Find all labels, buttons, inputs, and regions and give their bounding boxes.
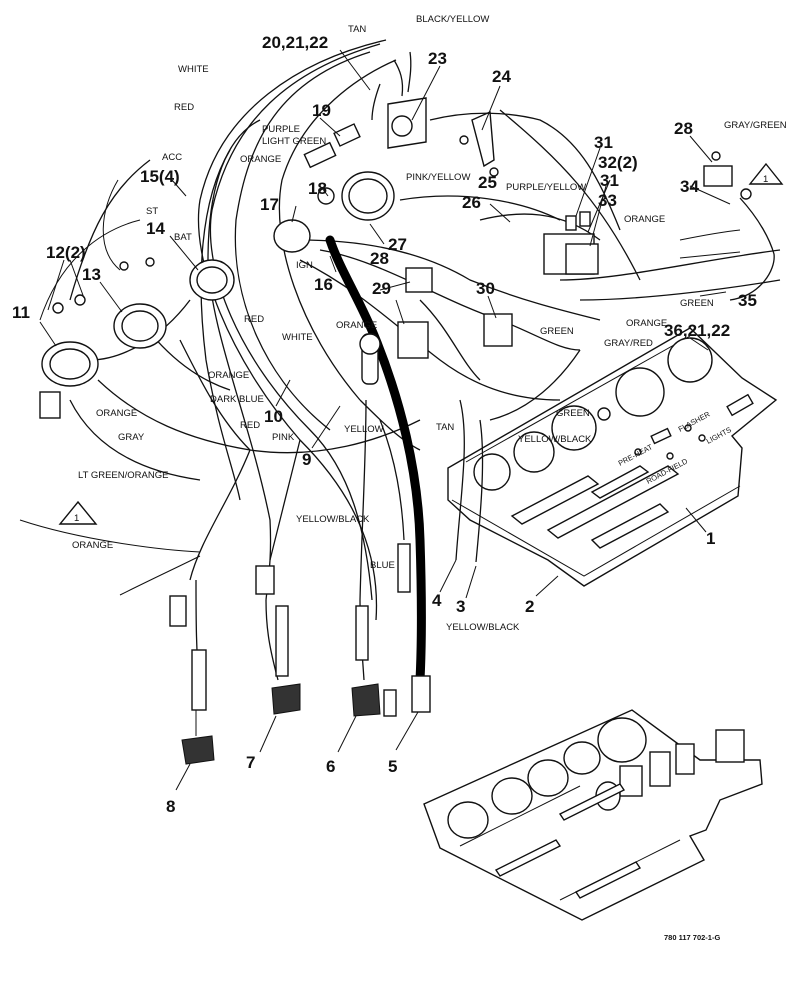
inset-panel <box>423 709 763 921</box>
wire-label: YELLOW/BLACK <box>296 514 370 525</box>
wire-label: WHITE <box>282 332 313 343</box>
switches-and-relays <box>303 97 784 359</box>
callout-29: 29 <box>372 279 391 298</box>
callout-9: 9 <box>302 450 311 469</box>
wire-label: ST <box>146 206 158 217</box>
wire-label: RED <box>244 314 264 325</box>
callout-28-left: 28 <box>370 249 389 268</box>
callout-33: 33 <box>598 191 617 210</box>
gauges <box>39 171 395 419</box>
wire-label: WHITE <box>178 64 209 75</box>
callout-12: 12(2) <box>46 243 86 262</box>
callout-14: 14 <box>146 219 165 238</box>
wire-label: ORANGE <box>336 320 377 331</box>
callout-18: 18 <box>308 179 327 198</box>
callout-31-top: 31 <box>594 133 613 152</box>
callout-1: 1 <box>706 529 715 548</box>
callout-7: 7 <box>246 753 255 772</box>
wire-label: ORANGE <box>240 154 281 165</box>
wire-label: IGN <box>296 260 313 271</box>
wire-label: PURPLE <box>262 124 300 135</box>
wire-label: GREEN <box>540 326 574 337</box>
note-symbol-left: 1 <box>74 513 79 524</box>
dash-panel <box>447 327 778 587</box>
wire-label: LIGHT GREEN <box>262 136 326 147</box>
wire-label: ACC <box>162 152 182 163</box>
wire-label: ORANGE <box>624 214 665 225</box>
callout-8: 8 <box>166 797 175 816</box>
wire-label: TAN <box>348 24 366 35</box>
wire-label: GREEN <box>556 408 590 419</box>
callout-17: 17 <box>260 195 279 214</box>
wire-harness <box>19 39 781 685</box>
leader-lines <box>39 49 731 791</box>
callout-16: 16 <box>314 275 333 294</box>
callout-19: 19 <box>312 101 331 120</box>
callout-27: 27 <box>388 235 407 254</box>
callout-23: 23 <box>428 49 447 68</box>
callout-5: 5 <box>388 757 397 776</box>
callout-35: 35 <box>738 291 757 310</box>
wire-label: YELLOW/BLACK <box>446 622 520 633</box>
drawing-number: 780 117 702-1-G <box>664 933 720 942</box>
callout-30: 30 <box>476 279 495 298</box>
wire-label: YELLOW/BLACK <box>518 434 592 445</box>
wire-label: YELLOW <box>344 424 384 435</box>
callout-3: 3 <box>456 597 465 616</box>
wire-label: GRAY <box>118 432 145 443</box>
wire-label: GRAY/RED <box>604 338 653 349</box>
callout-25: 25 <box>478 173 497 192</box>
callout-13: 13 <box>82 265 101 284</box>
callout-20-21-22: 20,21,22 <box>262 33 328 52</box>
callout-28-right: 28 <box>674 119 693 138</box>
callout-24: 24 <box>492 67 511 86</box>
wire-label: BAT <box>174 232 192 243</box>
wire-label: GRAY/GREEN <box>724 120 787 131</box>
callout-numbers: 1 2 3 4 5 6 7 8 9 10 11 12(2) 13 14 15(4… <box>12 33 757 816</box>
wire-label: BLUE <box>370 560 395 571</box>
callout-10: 10 <box>264 407 283 426</box>
callout-15: 15(4) <box>140 167 180 186</box>
callout-11: 11 <box>12 303 30 322</box>
wire-labels: TAN BLACK/YELLOW WHITE RED ACC PURPLE LI… <box>72 14 787 633</box>
note-triangle: 1 1 <box>58 174 768 525</box>
wire-label: ORANGE <box>626 318 667 329</box>
wire-label: PINK <box>272 432 295 443</box>
wire-label: PINK/YELLOW <box>406 172 470 183</box>
wire-label: RED <box>240 420 260 431</box>
wire-label: GREEN <box>680 298 714 309</box>
wire-label: TAN <box>436 422 454 433</box>
note-symbol-right: 1 <box>763 174 768 185</box>
wire-label: ORANGE <box>208 370 249 381</box>
callout-34: 34 <box>680 177 699 196</box>
harness-connectors <box>169 333 431 765</box>
wire-label: PURPLE/YELLOW <box>506 182 586 193</box>
callout-36-21-22: 36,21,22 <box>664 321 730 340</box>
callout-32: 32(2) <box>598 153 638 172</box>
wire-label: RED <box>174 102 194 113</box>
callout-4: 4 <box>432 591 442 610</box>
bracket <box>459 110 499 177</box>
callout-26: 26 <box>462 193 481 212</box>
callout-2: 2 <box>525 597 534 616</box>
wire-label: ORANGE <box>96 408 137 419</box>
wire-label: ORANGE <box>72 540 113 551</box>
wire-label: DARK BLUE <box>210 394 264 405</box>
callout-6: 6 <box>326 757 335 776</box>
wire-label: LT GREEN/ORANGE <box>78 470 168 481</box>
wire-label: BLACK/YELLOW <box>416 14 489 25</box>
callout-31-bottom: 31 <box>600 171 619 190</box>
